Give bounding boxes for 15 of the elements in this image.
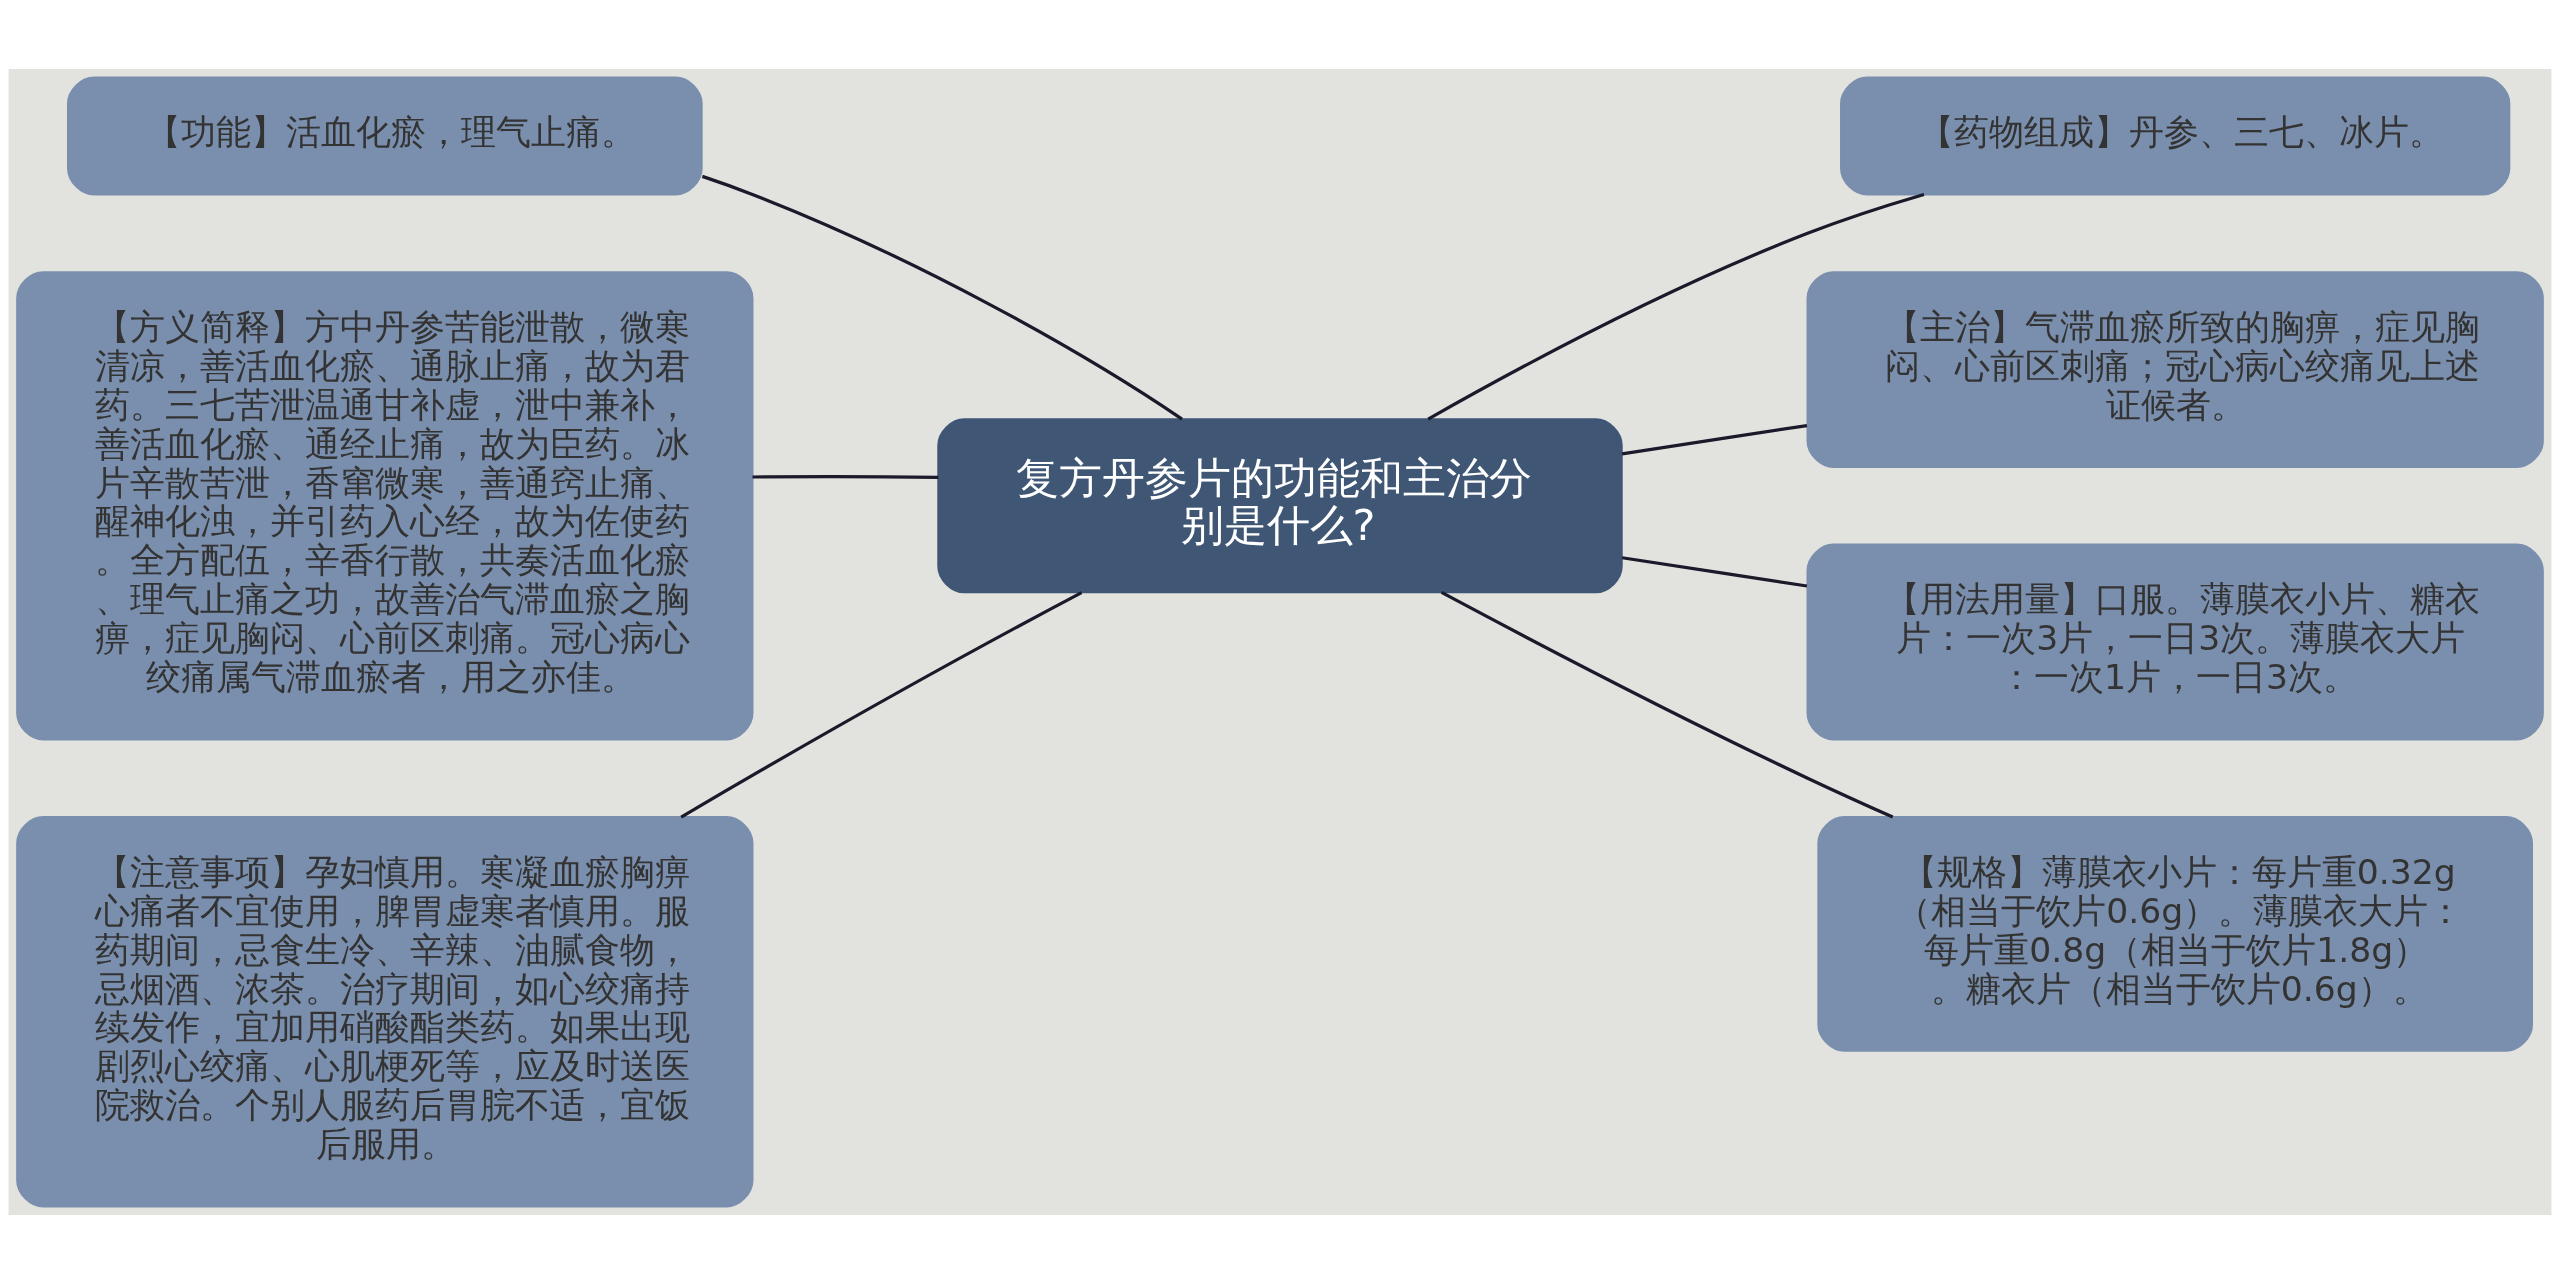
- node-box: 【注意事项】孕妇慎用。寒凝血瘀胸痹心痛者不宜使用，脾胃虚寒者慎用。服药期间，忌食生冷、辛辣、油腻食物，忌烟酒、浓茶。治疗期间，如心绞痛持续发作，宜加用硝酸酯类药。如果出现剧烈心绞痛、心肌梗死等，应及时送医院救治。个别人服药后胃脘不适，宜饭后服用。: [16, 815, 754, 1207]
- node-box: 【规格】薄膜衣小片：每片重0.32g（相当于饮片0.6g）。薄膜衣大片：每片重0.8g（相当于饮片1.8g）。糖衣片（相当于饮片0.6g）。: [1817, 815, 2534, 1052]
- node-box: 【主治】气滞血瘀所致的胸痹，症见胸闷、心前区刺痛；冠心病心绞痛见上述证候者。: [1806, 270, 2544, 468]
- connector: [1621, 423, 1808, 455]
- node-box: 【用法用量】口服。薄膜衣小片、糖衣片：一次3片，一日3次。薄膜衣大片：一次1片，一日3次。: [1806, 543, 2544, 740]
- node-box: 复方丹参片的功能和主治分别是什么?: [937, 417, 1623, 593]
- node-box: 【功能】活血化瘀，理气止痛。: [66, 76, 703, 195]
- connector: [1427, 192, 1925, 420]
- connector: [1440, 590, 1894, 819]
- connector: [752, 474, 939, 479]
- node-box: 【药物组成】丹参、三七、冰片。: [1840, 76, 2511, 195]
- connector: [701, 174, 1183, 420]
- connector: [1621, 555, 1808, 588]
- connector: [680, 590, 1083, 818]
- node-box: 【方义简释】方中丹参苦能泄散，微寒清凉，善活血化瘀、通脉止痛，故为君药。三七苦泄温通甘补虚，泄中兼补，善活血化瘀、通经止痛，故为臣药。冰片辛散苦泄，香窜微寒，善通窍止痛、醒神化浊，并引药入心经，故为佐使药。全方配伍，辛香行散，共奏活血化瘀、理气止痛之功，故善治气滞血瘀之胸痹，症见胸闷、心前区刺痛。冠心病心绞痛属气滞血瘀者，用之亦佳。: [16, 270, 754, 740]
